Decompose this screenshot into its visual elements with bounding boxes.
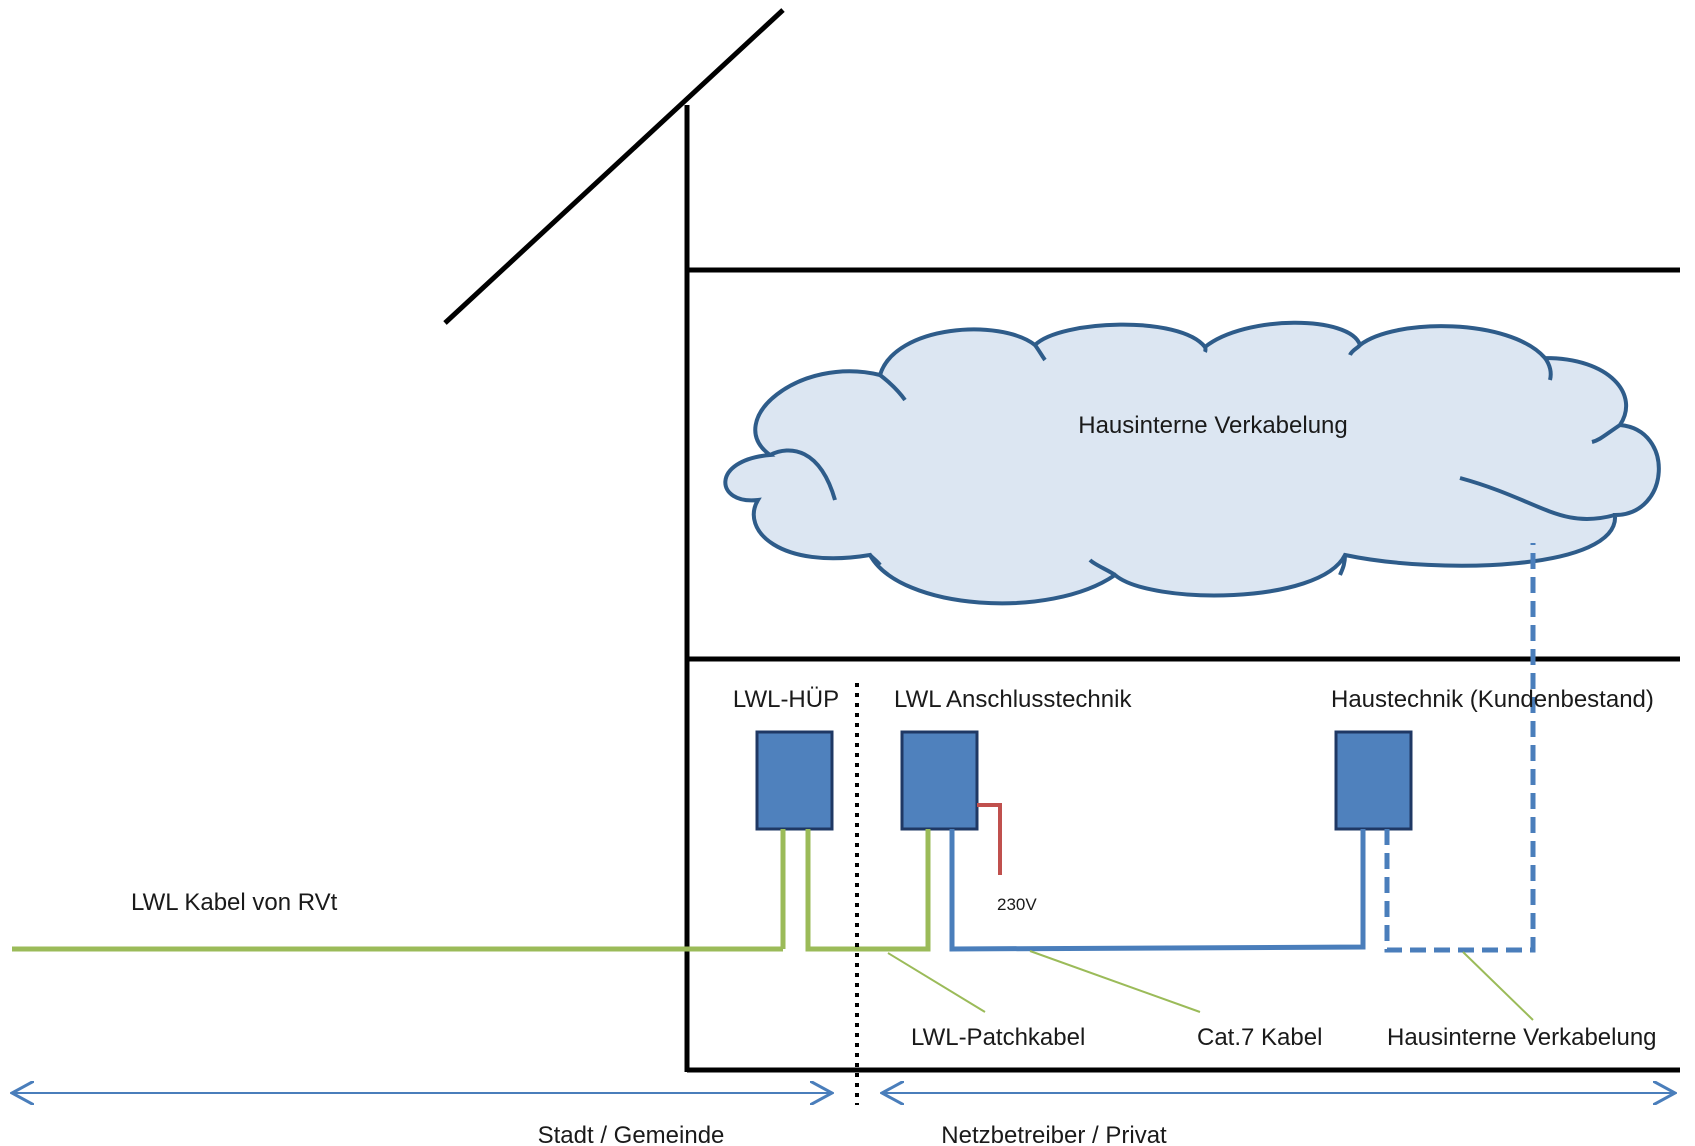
huep-device — [755, 730, 834, 831]
left-zone-label: Stadt / Gemeinde — [538, 1122, 725, 1146]
anschlusstechnik-label: LWL Anschlusstechnik — [894, 686, 1132, 713]
rvt-cable-label: LWL Kabel von RVt — [131, 889, 338, 916]
patch-cable — [805, 829, 931, 952]
cat7-label: Cat.7 Kabel — [1197, 1024, 1322, 1051]
roof-line — [443, 8, 785, 325]
cat7-cable — [949, 829, 1366, 952]
power-cable — [977, 803, 1002, 875]
voltage-label: 230V — [997, 895, 1037, 914]
haustechnik-device — [1334, 730, 1413, 831]
patchkabel-label: LWL-Patchkabel — [911, 1024, 1085, 1051]
huep-box — [755, 730, 834, 831]
right-zone-label: Netzbetreiber / Privat — [941, 1122, 1167, 1146]
fiber-cables — [12, 829, 931, 952]
haustechnik-box — [1334, 730, 1413, 831]
cloud-shape: Hausinterne Verkabelung — [723, 320, 1661, 606]
building-structure — [443, 8, 1680, 1073]
haustechnik-label: Haustechnik (Kundenbestand) — [1331, 686, 1654, 713]
cloud-label: Hausinterne Verkabelung — [1078, 412, 1348, 439]
hausintern-dashed-cable — [1384, 543, 1536, 953]
callout-lines — [887, 950, 1534, 1021]
anschlusstechnik-box — [900, 730, 979, 831]
anschlusstechnik-device — [900, 730, 979, 831]
hausintern-callout-label: Hausinterne Verkabelung — [1387, 1024, 1657, 1051]
huep-label: LWL-HÜP — [733, 686, 839, 713]
